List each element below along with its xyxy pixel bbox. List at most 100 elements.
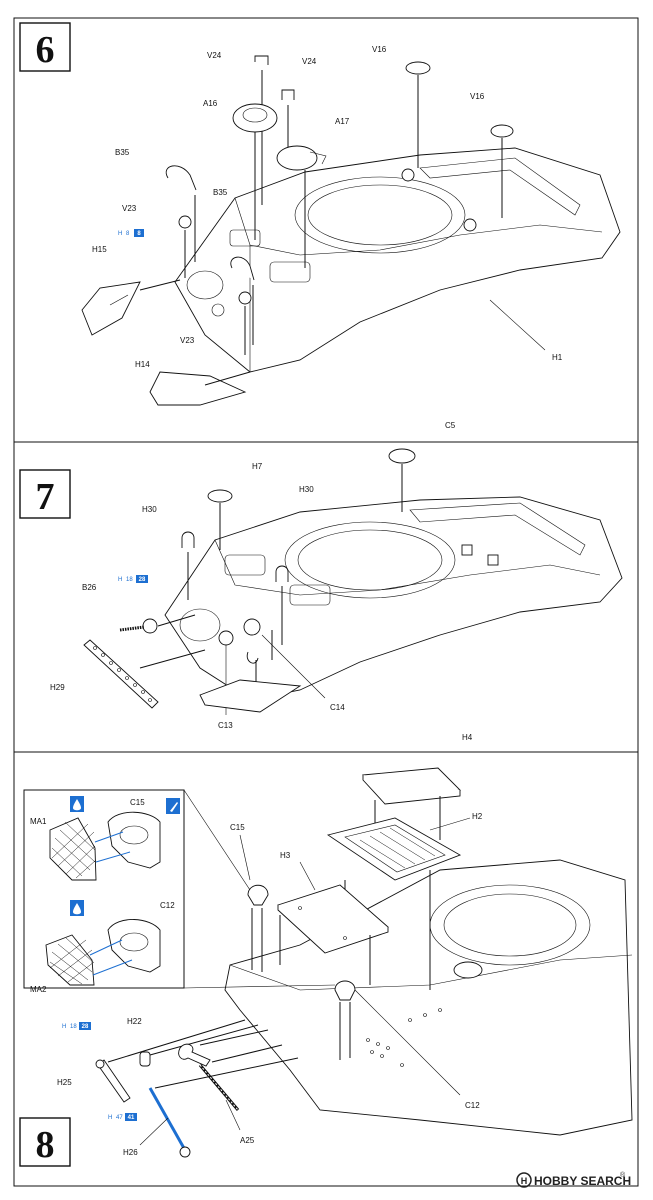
paint-ref-1-prefix: H [118,577,122,583]
part-h15 [81,281,141,336]
guide-h29 [139,649,206,669]
paint-ref-0-box [134,229,144,237]
paint-ref-2-code: 18 [70,1024,77,1030]
leader-h2 [429,817,471,831]
leader-h1 [489,299,546,351]
label-b35-b: B35 [213,188,228,197]
hatch-step7-a [224,554,266,576]
label-c13: C13 [218,721,233,730]
label-b26: B26 [82,583,97,592]
label-h30-a: H30 [142,505,157,514]
paint-ref-1-badge: 28 [139,577,146,583]
part-h29-holes [93,646,152,702]
inset-pointer-c12 [183,984,336,989]
part-h29 [83,639,159,709]
label-a17: A17 [335,117,350,126]
paint-ref-3-prefix: H [108,1115,112,1121]
part-b26 [142,618,158,634]
part-ma1-mesh [51,821,97,879]
mount-point-v16-b [463,218,477,232]
label-c5: C5 [445,421,456,430]
mount-step7-a [461,544,473,556]
hatch-opening-2 [229,229,261,247]
leader-c12 [354,989,461,1096]
part-a17 [276,145,318,171]
glue-drop-icon-glyph [73,799,81,811]
part-h22 [139,1051,151,1067]
part-v16-a [405,61,431,75]
hobbysearch-logo-icon [516,1172,532,1188]
part-h2-grille [359,827,436,869]
turret-ring-step7-inner [297,529,443,591]
part-h26-end [179,1146,191,1158]
guide-ma2-b [92,959,133,976]
paint-ref-0-badge: 8 [137,231,141,237]
label-h4: H4 [462,733,473,742]
inset-pointer-c15 [183,789,251,891]
part-v23-b [238,291,252,305]
hull-rivets [366,1008,442,1067]
glue-brush-icon-glyph [170,802,178,812]
paint-ref-2-prefix: H [62,1024,66,1030]
part-a17-hinge [309,151,327,165]
turret-ring-step8-inner [443,893,577,957]
label-c15-main: C15 [230,823,245,832]
step-8-box [19,1117,71,1167]
part-h3-rivet-b [343,936,347,940]
leader-c15-main [239,834,251,881]
guide-h26 [154,1057,299,1089]
leader-a25 [225,1099,241,1131]
sheet-frame [13,17,639,1187]
label-h25: H25 [57,1078,72,1087]
guide-h14 [204,371,251,386]
label-h3: H3 [280,851,291,860]
step-8: 8 H4 H2 H3 [19,733,633,1167]
guide-ma1-a [94,831,124,843]
part-ma2 [45,934,95,986]
part-b26-stem [119,625,145,632]
paint-ref-1: H 18 28 [118,575,148,583]
paint-ref-0: H 8 8 [118,229,144,237]
step-8-number: 8 [36,1124,55,1166]
part-b35-a [165,165,197,191]
label-v23-a: V23 [122,204,137,213]
label-c12-main: C12 [465,1101,480,1110]
hull-rear-step8 [224,859,633,1136]
part-a25-clamp [178,1043,211,1067]
hatch-step7-b [289,584,331,606]
part-h3-rivet-a [298,906,302,910]
label-h26: H26 [123,1148,138,1157]
hull-h1 [174,147,621,373]
guide-h15 [139,279,181,291]
label-h15: H15 [92,245,107,254]
fender-plate-step7 [199,679,302,713]
inset-box [23,789,185,989]
turret-ring-inner [307,184,453,246]
label-ma1: MA1 [30,817,47,826]
guide-b26 [157,614,196,627]
label-b35-a: B35 [115,148,130,157]
part-c13-clip [246,651,259,664]
part-c13 [218,630,234,646]
watermark-registered: ® [620,1171,626,1179]
part-a25-texture [199,1064,239,1111]
part-c15 [247,884,269,906]
hull-emblem [211,303,225,317]
part-c14 [243,618,261,636]
guide-a25-clamp [199,1029,269,1046]
part-ma2-mesh [49,937,95,985]
guide-ma1-b [95,851,131,863]
paint-ref-1-code: 18 [126,577,133,583]
step-7: 7 H7 C5 H30 H30 B26 H [19,421,623,730]
label-h29: H29 [50,683,65,692]
part-h26 [148,1087,187,1151]
label-c15-inset: C15 [130,798,145,807]
paint-ref-2: H 18 28 [62,1022,91,1030]
part-h14 [149,371,247,406]
part-v24-a [254,55,269,65]
part-h30-b [275,565,289,582]
part-ma1 [49,817,97,881]
label-v24-b: V24 [302,57,317,66]
guide-a25 [211,1044,283,1063]
